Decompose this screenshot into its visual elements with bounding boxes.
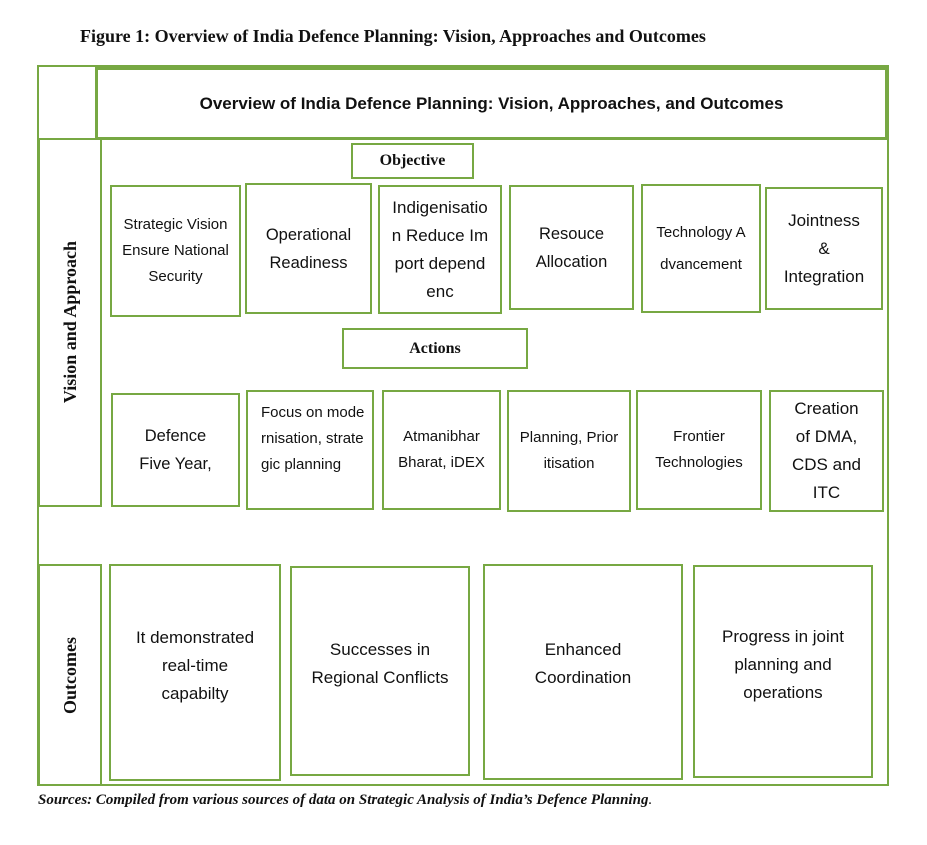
- action-box-frontier-tech: Frontier Technologies: [636, 390, 762, 510]
- figure-title: Figure 1: Overview of India Defence Plan…: [80, 26, 706, 46]
- outcomes-label: Outcomes: [59, 636, 80, 714]
- banner-title: Overview of India Defence Planning: Visi…: [95, 67, 888, 140]
- vision-approach-label-box: Vision and Approach: [38, 138, 102, 507]
- action-box-planning: Planning, Prioritisation: [507, 390, 631, 512]
- objective-box-resource-allocation: Resouce Allocation: [509, 185, 634, 310]
- action-box-dma-cds-itc: Creation of DMA, CDS and ITC: [769, 390, 884, 512]
- objective-box-operational-readiness: Operational Readiness: [245, 183, 372, 314]
- objective-box-indigenisation: Indigenisation Reduce Import dependenc: [378, 185, 502, 314]
- objective-box-strategic-vision: Strategic Vision Ensure National Securit…: [110, 185, 241, 317]
- outcome-box-real-time-capability: It demonstrated real-time capabilty: [109, 564, 281, 781]
- sources-end: .: [648, 792, 653, 808]
- sources-text: Sources: Compiled from various sources o…: [38, 792, 649, 808]
- actions-label: Actions: [342, 328, 528, 369]
- vision-approach-label: Vision and Approach: [59, 241, 80, 404]
- objective-box-technology: Technology Advancement: [641, 184, 761, 313]
- outcome-box-regional-conflicts: Successes in Regional Conflicts: [290, 566, 470, 776]
- outcomes-label-box: Outcomes: [38, 564, 102, 786]
- action-box-atmanirbhar: Atmanibhar Bharat, iDEX: [382, 390, 501, 510]
- outcome-box-joint-planning: Progress in joint planning and operation…: [693, 565, 873, 778]
- objective-label: Objective: [351, 143, 474, 179]
- outcome-box-enhanced-coordination: Enhanced Coordination: [483, 564, 683, 780]
- action-box-modernisation: Focus on modernisation, strategic planni…: [246, 390, 374, 510]
- sources-note: Sources: Compiled from various sources o…: [38, 792, 652, 809]
- objective-box-jointness: Jointness & Integration: [765, 187, 883, 310]
- action-box-defence-five-year: Defence Five Year,: [111, 393, 240, 507]
